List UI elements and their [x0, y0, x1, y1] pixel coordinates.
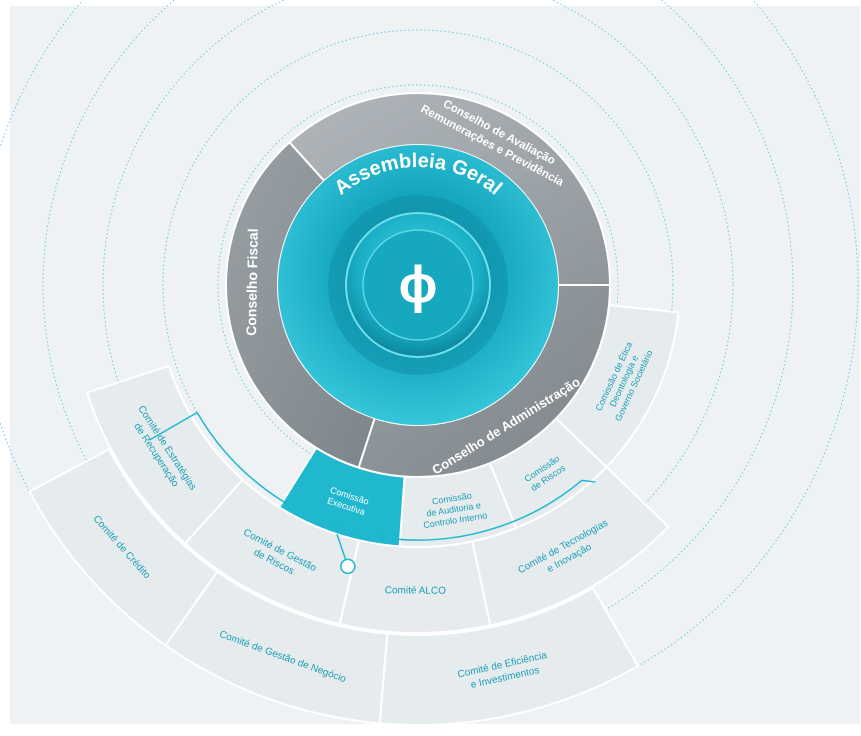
- logo-icon: ɸ: [399, 256, 438, 314]
- dotted-ring: [217, 84, 619, 486]
- committee-panel-negocio[interactable]: [164, 570, 389, 725]
- committee-label-alco-line: Comité ALCO: [385, 585, 446, 597]
- connector-arc: [196, 412, 583, 541]
- core-inner: [362, 229, 474, 341]
- dotted-ring: [102, 0, 734, 601]
- committee-panel-credito[interactable]: [28, 447, 219, 647]
- council-label-fiscal-line: Conselho Fiscal: [243, 228, 261, 336]
- connector-line: [149, 411, 198, 441]
- connectors: [149, 411, 596, 575]
- committee-panel-estrategias[interactable]: [85, 364, 245, 546]
- connector-line: [581, 479, 596, 483]
- committee-label-alco: Comité ALCO: [385, 585, 446, 597]
- council-label-fiscal: Conselho Fiscal: [243, 228, 261, 336]
- connector-node: [340, 558, 356, 575]
- committee-panel-eficiencia[interactable]: [378, 586, 640, 726]
